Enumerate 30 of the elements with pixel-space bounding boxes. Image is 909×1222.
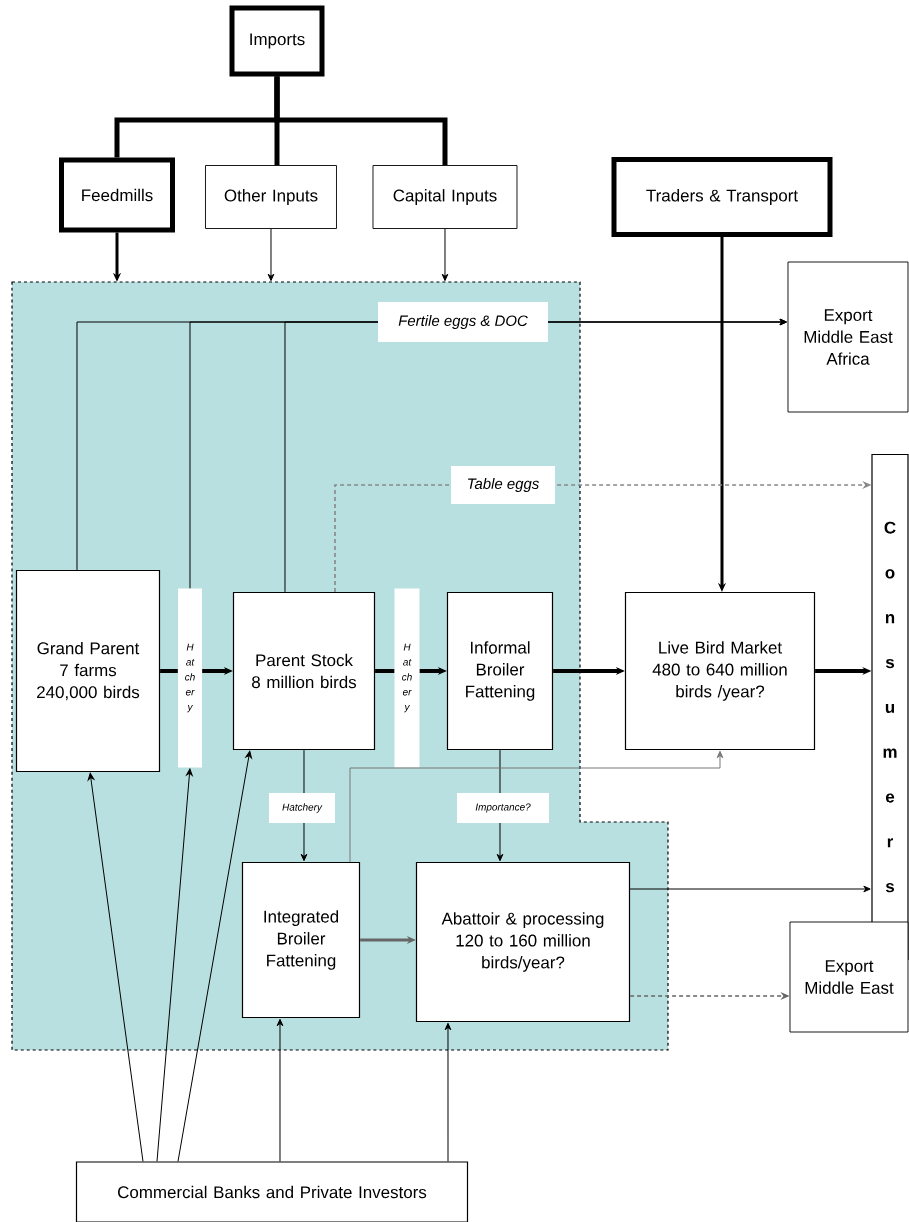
process-box: Live Bird Market 480 to 640 million birds /year?	[624, 591, 816, 751]
actor-box: Traders & Transport	[611, 157, 833, 237]
process-box: Informal Broiler Fattening	[446, 591, 554, 751]
process-box: Integrated Broiler Fattening	[241, 861, 361, 1019]
market-box: C o n s u m e r s	[871, 453, 909, 961]
export-box: Export Middle East	[789, 921, 909, 1033]
arrow	[441, 228, 449, 282]
arrow	[87, 772, 144, 1162]
hatchery-box: H at ch er y	[394, 588, 420, 768]
arrow	[156, 768, 193, 1162]
arrow	[444, 1022, 452, 1162]
process-box: Abattoir & processing 120 to 160 million birds/year?	[415, 861, 631, 1023]
arrow	[276, 1018, 284, 1162]
input-box: Capital Inputs	[372, 165, 518, 229]
arrow	[349, 750, 724, 863]
process-box: Parent Stock 8 million birds	[232, 591, 376, 751]
arrow	[177, 750, 252, 1162]
export-box: Export Middle East Africa	[787, 261, 909, 413]
edge-label: Hatchery	[269, 793, 335, 823]
input-box: Feedmills	[59, 157, 175, 233]
finance-box: Commercial Banks and Private Investors	[75, 1161, 469, 1222]
process-box: Grand Parent 7 farms 240,000 birds	[15, 569, 161, 773]
arrow	[267, 228, 275, 282]
edge-label: Importance?	[457, 793, 549, 823]
edge-label: Fertile eggs & DOC	[378, 302, 548, 342]
source-box: Imports	[229, 5, 325, 77]
input-box: Other Inputs	[205, 165, 337, 229]
edge-label: Table eggs	[451, 466, 555, 504]
hatchery-box: H at ch er y	[178, 588, 202, 768]
arrow	[629, 885, 871, 893]
